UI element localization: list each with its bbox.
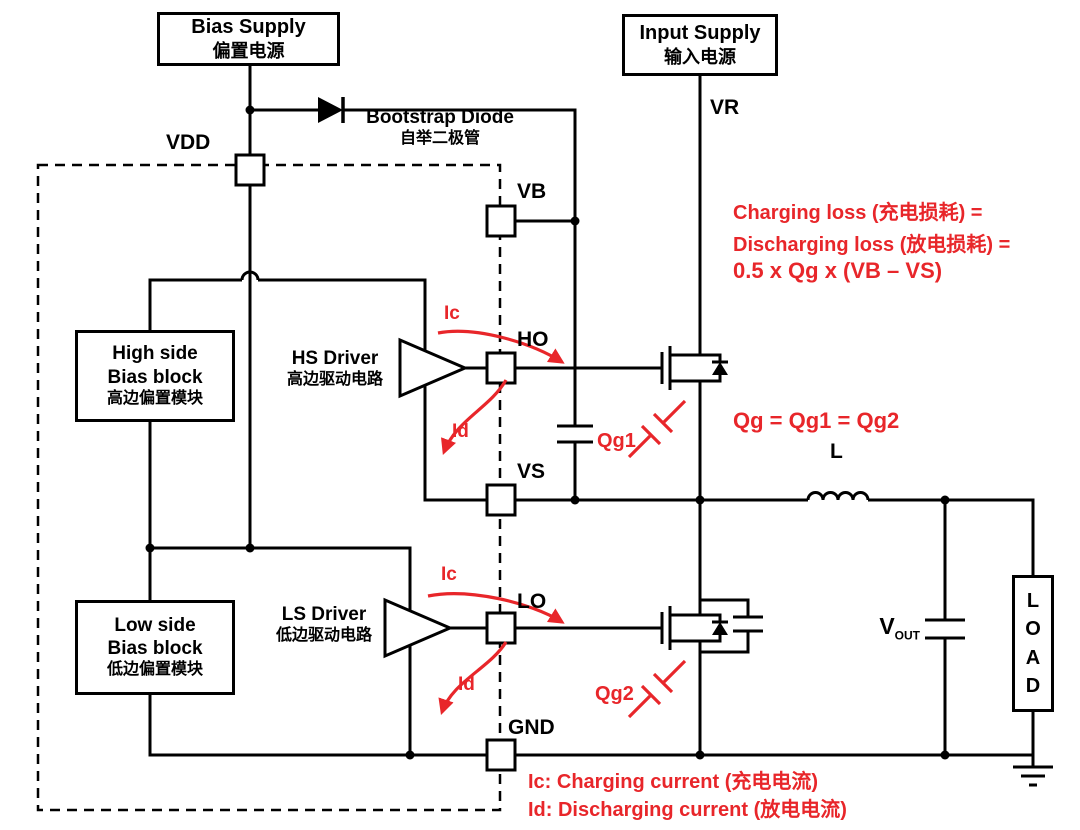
- ho-label: HO: [517, 328, 549, 351]
- qg2-capacitor-icon: [627, 659, 687, 719]
- bootstrap-diode-label-cn: 自举二极管: [399, 130, 480, 148]
- vout-label-main: V: [879, 613, 895, 639]
- id-label-hs: Id: [452, 421, 469, 442]
- junction-dots: [145, 105, 950, 760]
- bootstrap-diode-label-en: Bootstrap Diode: [366, 107, 514, 128]
- vs-label: VS: [517, 460, 546, 483]
- bias-supply-label-en: Bias Supply: [191, 16, 306, 39]
- id-label-ls: Id: [458, 674, 475, 695]
- input-supply-label-cn: 输入电源: [664, 47, 736, 68]
- wires: [148, 65, 1035, 757]
- load-letter-1: L: [1026, 589, 1040, 612]
- hs-mosfet-icon: [660, 346, 728, 390]
- inductor-icon: [806, 491, 870, 501]
- vout-label: VOUT: [852, 613, 920, 643]
- ic-arrow-hs: [437, 329, 565, 364]
- qg2-label: Qg2: [595, 683, 634, 705]
- ls-driver-triangle-icon: [383, 597, 454, 659]
- vr-label: VR: [710, 96, 740, 119]
- current-arrows: [427, 329, 565, 716]
- vdd-label: VDD: [166, 131, 211, 154]
- input-supply-label-en: Input Supply: [639, 22, 761, 45]
- hs-bias-line1: High side: [112, 343, 198, 365]
- bootstrap-diode-label: Bootstrap Diode 自举二极管: [346, 106, 534, 150]
- vs-terminal: [485, 483, 517, 517]
- lo-label: LO: [517, 590, 547, 613]
- vout-label-sub: OUT: [894, 628, 920, 643]
- load-box: L O A D: [1012, 575, 1054, 712]
- vb-terminal: [485, 204, 517, 238]
- id-arrow-ls: [438, 641, 508, 716]
- hs-driver-label-en: HS Driver: [291, 348, 379, 369]
- lo-terminal: [485, 611, 517, 645]
- hs-driver-label-cn: 高边驱动电路: [286, 371, 383, 389]
- hs-bias-line2: Bias block: [107, 366, 203, 388]
- input-supply-box: Input Supply 输入电源: [622, 14, 778, 76]
- load-letter-4: D: [1025, 675, 1041, 698]
- ls-driver-label: LS Driver 低边驱动电路: [258, 603, 390, 647]
- output-capacitor-icon: [925, 618, 965, 640]
- ls-bias-line3: 低边偏置模块: [106, 661, 203, 679]
- ls-driver-label-en: LS Driver: [281, 604, 367, 625]
- vb-label: VB: [517, 180, 547, 203]
- discharging-loss-note: Discharging loss (放电损耗) =: [733, 234, 1011, 256]
- ls-ds-capacitor-icon: [700, 598, 763, 654]
- ground-icon: [1013, 755, 1053, 787]
- qg-equality-note: Qg = Qg1 = Qg2: [733, 408, 900, 433]
- charging-loss-note: Charging loss (充电损耗) =: [733, 202, 983, 224]
- ic-definition-note: Ic: Charging current (充电电流): [528, 771, 819, 793]
- bias-supply-box: Bias Supply 偏置电源: [157, 12, 340, 66]
- bootstrap-diode-icon: [318, 97, 345, 123]
- vdd-terminal: [234, 153, 266, 187]
- bootstrap-capacitor-icon: [557, 424, 593, 444]
- terminal-squares: [234, 153, 517, 772]
- high-side-bias-block: High side Bias block 高边偏置模块: [75, 330, 235, 422]
- load-letter-3: A: [1025, 646, 1041, 669]
- hs-driver-triangle-icon: [398, 337, 469, 399]
- loss-formula: 0.5 x Qg x (VB – VS): [733, 258, 943, 283]
- ls-bias-line1: Low side: [114, 614, 196, 636]
- ic-arrow-ls: [427, 592, 565, 624]
- ls-mosfet-icon: [660, 606, 728, 650]
- ls-bias-line2: Bias block: [107, 638, 203, 660]
- hs-driver-label: HS Driver 高边驱动电路: [269, 347, 401, 391]
- id-definition-note: Id: Discharging current (放电电流): [528, 799, 847, 821]
- gnd-label: GND: [508, 716, 555, 739]
- load-letter-2: O: [1025, 618, 1041, 641]
- ls-driver-label-cn: 低边驱动电路: [275, 627, 372, 645]
- low-side-bias-block: Low side Bias block 低边偏置模块: [75, 600, 235, 695]
- gnd-terminal: [485, 738, 517, 772]
- bias-supply-label-cn: 偏置电源: [212, 41, 285, 62]
- id-arrow-hs: [441, 379, 508, 455]
- ic-label-hs: Ic: [444, 303, 460, 324]
- ic-label-ls: Ic: [441, 564, 457, 585]
- inductor-label: L: [830, 440, 843, 463]
- qg1-capacitor-icon: [627, 399, 687, 459]
- ic-boundary-dashed: [36, 163, 502, 812]
- ho-terminal: [485, 351, 517, 385]
- qg1-label: Qg1: [597, 430, 636, 452]
- hs-bias-line3: 高边偏置模块: [106, 389, 203, 407]
